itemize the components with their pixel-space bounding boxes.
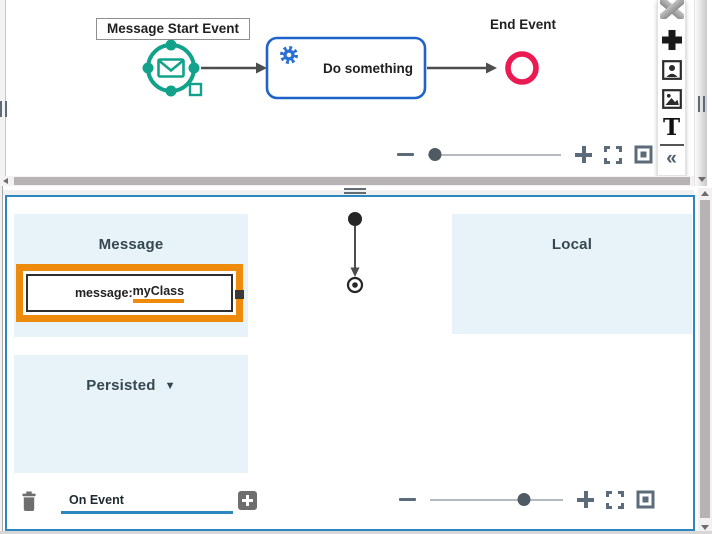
- mapping-connector[interactable]: [324, 197, 386, 317]
- persisted-section[interactable]: Persisted ▼: [14, 355, 248, 473]
- fit-to-view-button[interactable]: [636, 490, 655, 509]
- scroll-down-icon[interactable]: [701, 525, 709, 530]
- arrowhead-icon: [486, 62, 497, 74]
- sequence-flow-start-to-task[interactable]: [201, 62, 267, 74]
- splitter-grip-icon[interactable]: [698, 96, 705, 112]
- message-section-header: Message: [98, 236, 164, 253]
- panel-vertical-scrollbar[interactable]: [698, 188, 712, 534]
- resize-handle[interactable]: [188, 82, 203, 97]
- canvas-horizontal-scrollbar[interactable]: [0, 176, 694, 186]
- text-tool-button[interactable]: T: [658, 113, 685, 141]
- splitter-grip-icon[interactable]: [0, 101, 7, 117]
- diagram-shapes: [142, 36, 539, 100]
- input-underline: [61, 511, 233, 514]
- delete-tool-button[interactable]: [658, 0, 685, 19]
- scroll-up-icon[interactable]: [701, 191, 709, 196]
- fullscreen-icon: [606, 490, 624, 509]
- panel-splitter-row[interactable]: [0, 186, 694, 195]
- end-event-label: End Event: [489, 17, 556, 32]
- sequence-flow-task-to-end[interactable]: [427, 62, 497, 74]
- collapse-palette-button[interactable]: «: [658, 148, 685, 170]
- message-start-event-shape[interactable]: [142, 39, 203, 97]
- editor-palette: T «: [657, 0, 686, 176]
- fit-to-view-button[interactable]: [634, 145, 653, 164]
- fullscreen-icon: [604, 145, 622, 164]
- local-section-header: Local: [551, 236, 593, 253]
- panel-zoom-controls: [399, 490, 655, 509]
- zoom-slider-top[interactable]: [428, 148, 561, 161]
- palette-divider: [659, 144, 684, 146]
- fullscreen-button[interactable]: [606, 490, 624, 509]
- scroll-down-icon[interactable]: [698, 177, 706, 182]
- collapse-chevrons-icon: «: [666, 148, 677, 169]
- end-event-shape[interactable]: [505, 51, 539, 85]
- arrowhead-icon: [256, 62, 267, 74]
- zoom-in-button[interactable]: [575, 146, 592, 163]
- fullscreen-button[interactable]: [604, 145, 622, 164]
- connection-handle[interactable]: [235, 290, 244, 299]
- connector-source-dot[interactable]: [348, 212, 362, 226]
- variable-prefix: message:: [74, 286, 133, 300]
- zoom-slider-handle-top[interactable]: [428, 148, 442, 161]
- selected-variable-chip[interactable]: message: myClass: [16, 264, 244, 322]
- variable-chip-body[interactable]: message: myClass: [26, 274, 233, 312]
- zoom-out-button[interactable]: [399, 497, 416, 502]
- vertical-scrollbar-thumb[interactable]: [700, 200, 710, 518]
- variables-mapping-panel[interactable]: Message message: myClass Local Persisted…: [5, 195, 695, 531]
- add-user-task-button[interactable]: [658, 59, 685, 81]
- chevron-down-icon[interactable]: ▼: [164, 380, 176, 392]
- image-icon: [661, 89, 682, 109]
- right-panel-splitter[interactable]: [694, 0, 707, 186]
- gear-icon: [280, 46, 298, 64]
- scroll-left-icon[interactable]: [3, 178, 8, 184]
- add-variable-button[interactable]: [238, 491, 257, 510]
- page-bottom-edge: [0, 531, 712, 534]
- zoom-out-button[interactable]: [397, 152, 414, 157]
- variable-name: myClass: [132, 284, 185, 303]
- on-event-input[interactable]: On Event: [69, 493, 124, 507]
- zoom-slider-bottom[interactable]: [430, 493, 563, 506]
- delete-x-icon: [659, 0, 684, 19]
- fit-to-view-icon: [636, 490, 655, 509]
- add-element-button[interactable]: [658, 28, 685, 52]
- delete-variable-button[interactable]: [20, 491, 38, 512]
- task-label: Do something: [323, 60, 413, 76]
- add-image-button[interactable]: [658, 88, 685, 110]
- start-event-label: Message Start Event: [96, 18, 251, 40]
- plus-icon: [661, 30, 682, 50]
- envelope-icon: [157, 58, 185, 78]
- left-panel-splitter[interactable]: [0, 0, 7, 186]
- fit-to-view-icon: [634, 145, 653, 164]
- page-left-edge: [0, 186, 3, 534]
- process-diagram-canvas[interactable]: Message Start Event Do something End Eve…: [0, 0, 712, 176]
- horizontal-scrollbar-thumb[interactable]: [14, 177, 690, 185]
- zoom-slider-handle-bottom[interactable]: [517, 493, 531, 506]
- text-tool-glyph: T: [662, 113, 681, 141]
- arrowhead-icon: [350, 267, 360, 277]
- persisted-label: Persisted: [86, 377, 156, 394]
- service-task-shape[interactable]: [265, 36, 427, 100]
- splitter-grip-icon[interactable]: [344, 188, 366, 194]
- trash-icon: [22, 491, 36, 511]
- local-section[interactable]: Local: [452, 214, 692, 334]
- canvas-zoom-controls: [397, 145, 653, 164]
- selection-handles[interactable]: [142, 39, 200, 97]
- persisted-section-header: Persisted ▼: [14, 377, 248, 394]
- zoom-in-button[interactable]: [577, 491, 594, 508]
- user-image-icon: [661, 60, 682, 80]
